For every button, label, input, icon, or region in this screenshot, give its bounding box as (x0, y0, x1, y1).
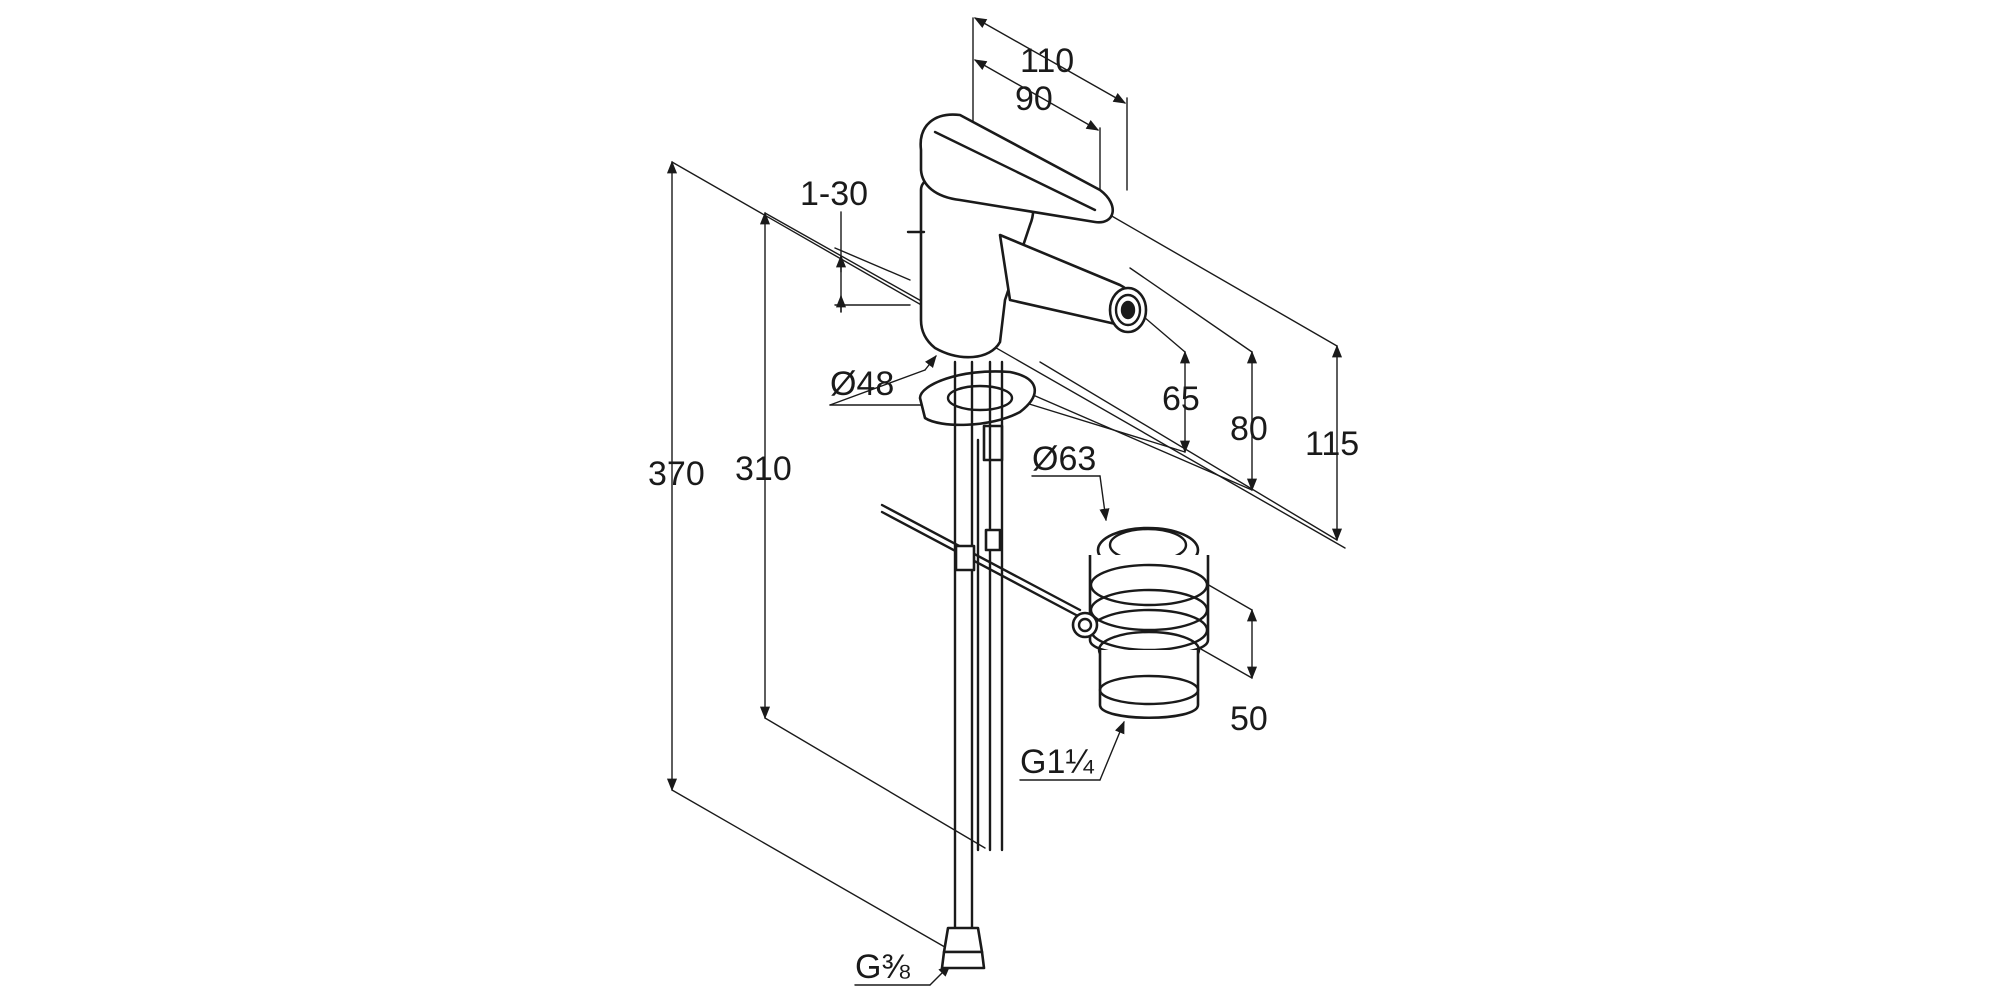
pop-up-rod (880, 503, 1082, 618)
dimension-lines (666, 17, 1346, 986)
mixer-body (906, 113, 1148, 359)
pop-up-waste (1071, 526, 1210, 720)
lever-height-label: 115 (1305, 425, 1359, 463)
hose-length-label: 310 (735, 450, 792, 488)
spout-height-label: 65 (1162, 380, 1200, 418)
total-depth-label: 110 (1020, 42, 1074, 80)
waste-stroke-label: 50 (1230, 700, 1268, 738)
lever-depth-label: 90 (1015, 80, 1053, 118)
total-height-label: 370 (648, 455, 705, 493)
mounting-assembly (918, 360, 1037, 970)
tilt-range-label: 1-30 (800, 175, 868, 213)
dimension-labels: 110 90 1-30 Ø48 370 310 65 80 115 Ø63 50… (648, 42, 1359, 986)
aerator-height-label: 80 (1230, 410, 1268, 448)
supply-thread-label: G⅜ (855, 948, 910, 986)
body-diameter-label: Ø48 (830, 365, 894, 403)
waste-diameter-label: Ø63 (1032, 440, 1096, 478)
waste-thread-label: G1¼ (1020, 743, 1094, 781)
